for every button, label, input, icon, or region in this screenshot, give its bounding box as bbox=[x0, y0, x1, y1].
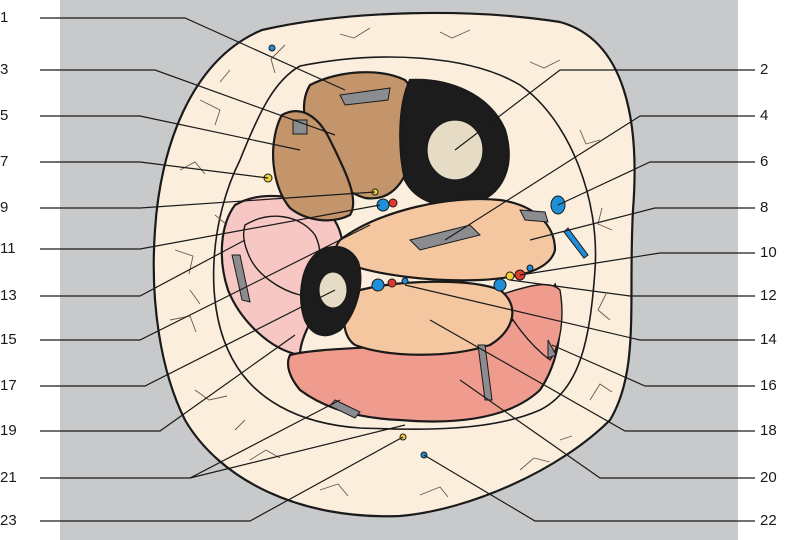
label-19: 19 bbox=[0, 422, 40, 440]
muscle-deep-tan-2 bbox=[344, 282, 512, 355]
label-6: 6 bbox=[760, 153, 796, 171]
label-4: 4 bbox=[760, 107, 796, 125]
label-7: 7 bbox=[0, 153, 40, 171]
artery-anterior bbox=[389, 199, 397, 207]
label-9: 9 bbox=[0, 199, 40, 217]
label-10: 10 bbox=[760, 244, 796, 262]
label-13: 13 bbox=[0, 287, 40, 305]
label-5: 5 bbox=[0, 107, 40, 125]
label-11: 11 bbox=[0, 240, 40, 258]
label-12: 12 bbox=[760, 287, 796, 305]
label-17: 17 bbox=[0, 377, 40, 395]
label-16: 16 bbox=[760, 377, 796, 395]
label-14: 14 bbox=[760, 331, 796, 349]
label-1: 1 bbox=[0, 9, 40, 27]
artery-posterior bbox=[388, 279, 396, 287]
label-23: 23 bbox=[0, 512, 40, 530]
label-8: 8 bbox=[760, 199, 796, 217]
label-15: 15 bbox=[0, 331, 40, 349]
label-18: 18 bbox=[760, 422, 796, 440]
vein-peroneal bbox=[494, 279, 506, 291]
label-20: 20 bbox=[760, 469, 796, 487]
label-22: 22 bbox=[760, 512, 796, 530]
vein-posterior-1 bbox=[372, 279, 384, 291]
label-3: 3 bbox=[0, 61, 40, 79]
vein-small bbox=[527, 265, 533, 271]
fibula-marrow bbox=[319, 272, 347, 308]
label-2: 2 bbox=[760, 61, 796, 79]
small-vein-top bbox=[269, 45, 275, 51]
label-21: 21 bbox=[0, 469, 40, 487]
vein-posterior-2 bbox=[402, 278, 408, 284]
